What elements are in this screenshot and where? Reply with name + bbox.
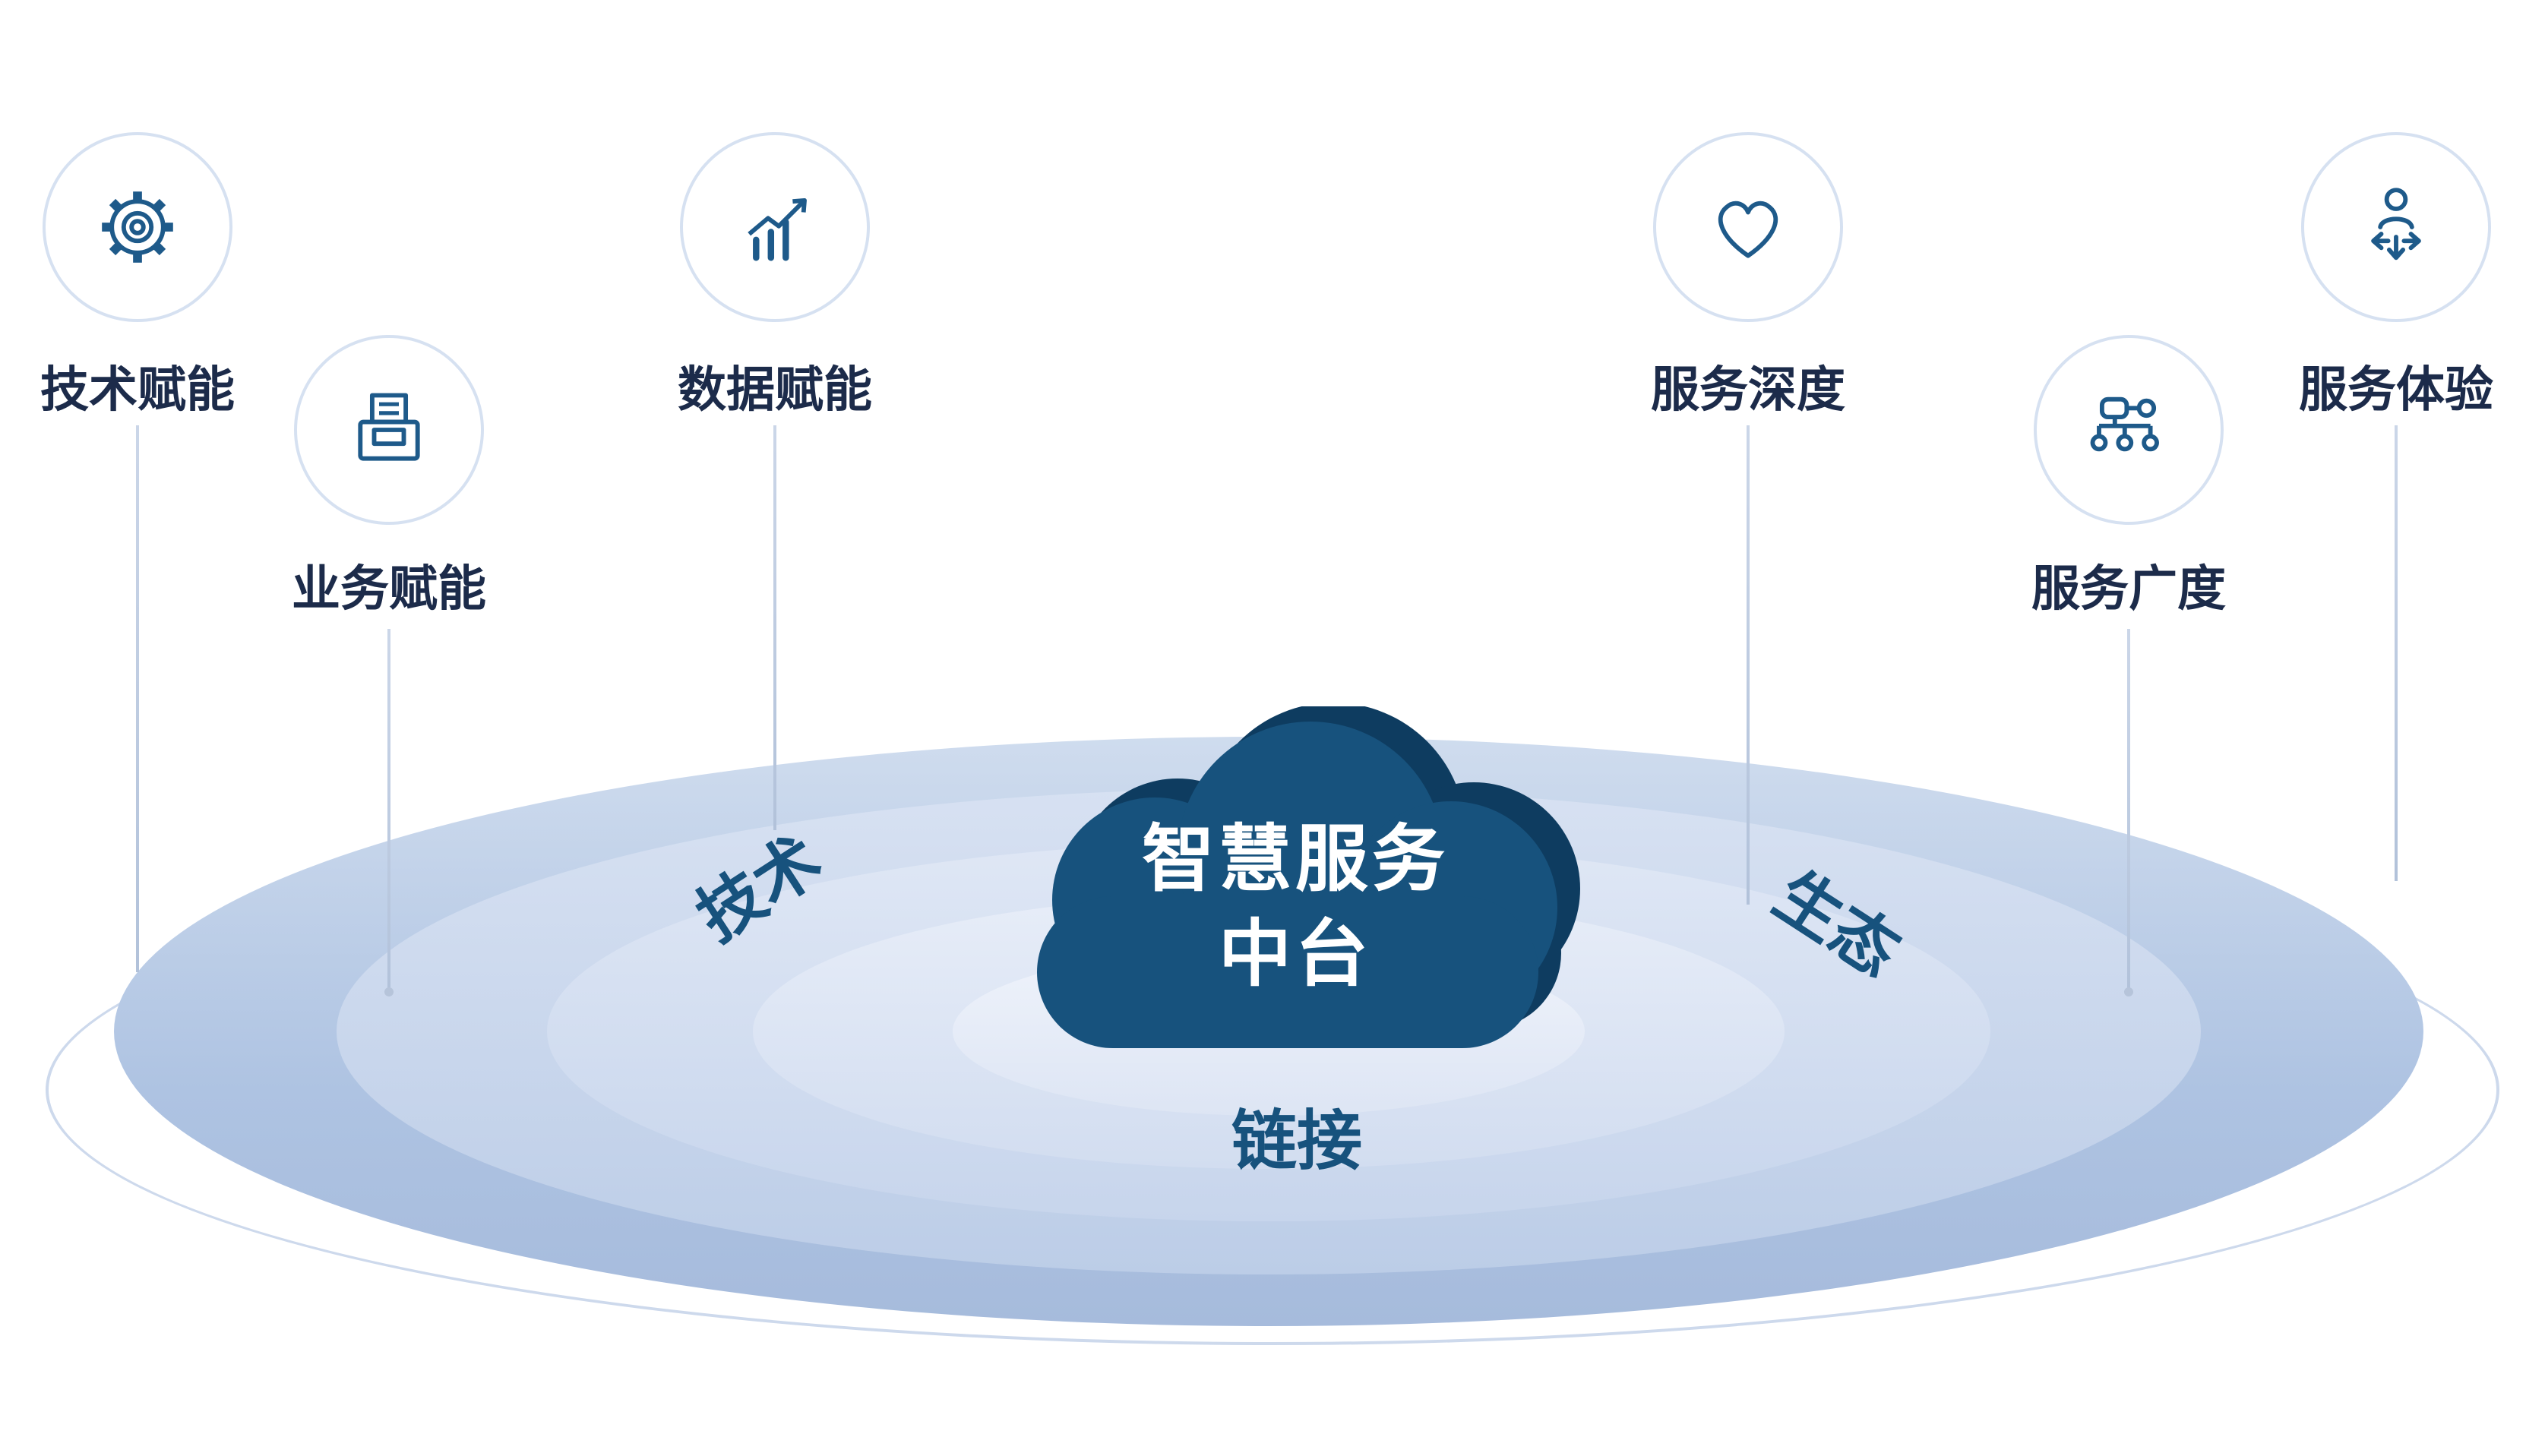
connector-tech-empowerment — [136, 425, 139, 972]
connector-data-empowerment — [773, 425, 776, 830]
gear-icon — [102, 191, 173, 263]
center-cloud-title-line1: 智慧服务 — [1142, 819, 1449, 900]
cloud-front-layer — [1037, 722, 1557, 1048]
archive-box-icon — [358, 393, 420, 461]
connector-business-empowerment — [387, 629, 390, 992]
center-cloud — [995, 703, 1595, 1063]
node-circle-service-experience — [2301, 132, 2491, 322]
node-label-service-depth: 服务深度 — [1651, 362, 1845, 417]
heart-icon — [1718, 201, 1778, 258]
connector-end-dot — [2124, 987, 2133, 996]
node-label-service-experience: 服务体验 — [2299, 362, 2493, 417]
bar-chart-growth-icon — [748, 197, 807, 261]
person-directions-icon — [2371, 188, 2421, 261]
center-cloud-title-line2: 中台 — [1219, 913, 1372, 995]
node-label-data-empowerment: 数据赋能 — [678, 362, 872, 417]
cloud-shape — [1037, 703, 1580, 1048]
node-label-tech-empowerment: 技术赋能 — [40, 362, 235, 417]
node-label-business-empowerment: 业务赋能 — [292, 561, 486, 616]
center-cloud-title: 智慧服务 中台 — [1142, 813, 1449, 1003]
connector-service-experience — [2395, 425, 2398, 881]
node-label-service-breadth: 服务广度 — [2031, 561, 2226, 616]
node-circle-service-breadth — [2034, 335, 2224, 525]
connector-end-dot — [384, 987, 394, 996]
node-circle-business-empowerment — [294, 335, 484, 525]
org-network-icon — [2090, 396, 2159, 452]
connector-service-depth — [1747, 425, 1750, 905]
connector-service-breadth — [2127, 629, 2130, 992]
node-circle-service-depth — [1653, 132, 1843, 322]
node-circle-tech-empowerment — [43, 132, 232, 322]
orbit-label-link: 链接 — [1231, 1104, 1362, 1178]
node-circle-data-empowerment — [680, 132, 870, 322]
